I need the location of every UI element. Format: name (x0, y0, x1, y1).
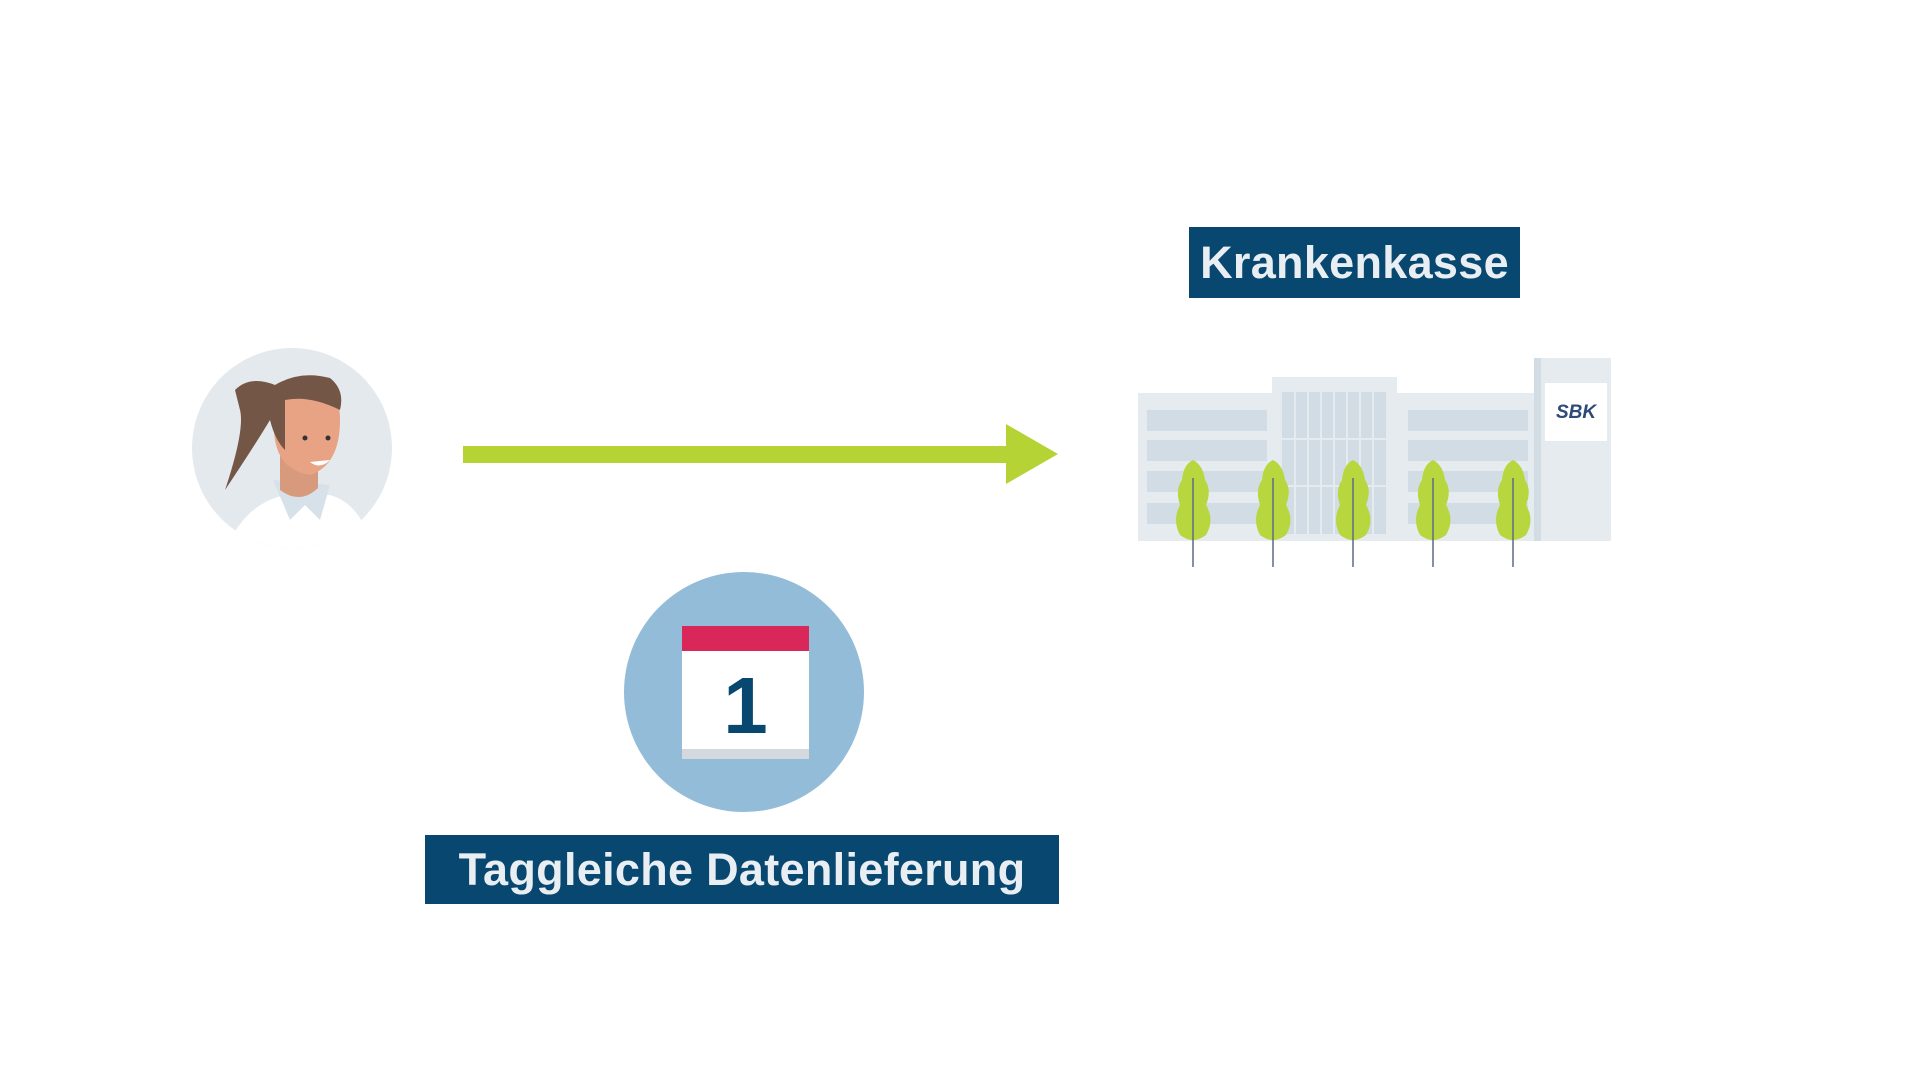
insurer-label: Krankenkasse (1189, 227, 1520, 298)
arrow-right-icon (463, 424, 1058, 484)
sbk-logo: SBK (1556, 402, 1597, 423)
insurance-building-icon: SBK (1138, 358, 1611, 567)
person-avatar-icon (192, 348, 392, 548)
calendar-day: 1 (723, 661, 768, 750)
calendar-icon (624, 572, 864, 812)
same-day-delivery-label: Taggleiche Datenlieferung (425, 835, 1059, 904)
